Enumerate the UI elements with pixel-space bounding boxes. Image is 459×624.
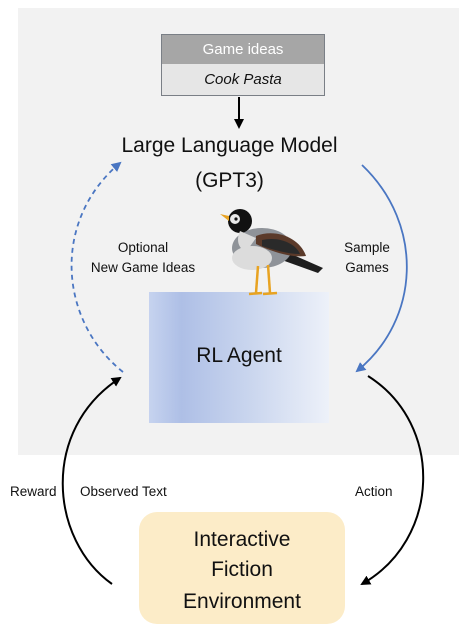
- action-label: Action: [355, 484, 393, 499]
- games-label: Games: [345, 260, 389, 275]
- new-game-ideas-label: New Game Ideas: [90, 260, 196, 275]
- environment-line-3: Environment: [183, 590, 301, 613]
- rl-agent-label: RL Agent: [196, 344, 282, 367]
- sample-games-arrow: [355, 164, 408, 373]
- environment-line-2: Fiction: [211, 558, 273, 581]
- bird-icon: [220, 209, 323, 296]
- reward-observation-arrow: [61, 376, 122, 585]
- environment-line-1: Interactive: [193, 528, 291, 551]
- llm-subtitle: (GPT3): [195, 169, 264, 192]
- action-arrow: [360, 375, 425, 585]
- observed-text-label: Observed Text: [80, 484, 167, 499]
- reward-label: Reward: [10, 484, 57, 499]
- environment-box: [139, 512, 345, 624]
- sample-label: Sample: [344, 240, 390, 255]
- optional-ideas-arrow: [70, 161, 124, 373]
- llm-title: Large Language Model: [121, 134, 338, 157]
- game-ideas-box: Game ideas Cook Pasta: [161, 34, 325, 96]
- game-ideas-header: Game ideas: [162, 35, 324, 64]
- rl-agent-box: [149, 292, 329, 423]
- game-idea-item: Cook Pasta: [204, 71, 282, 88]
- optional-label: Optional: [117, 240, 169, 255]
